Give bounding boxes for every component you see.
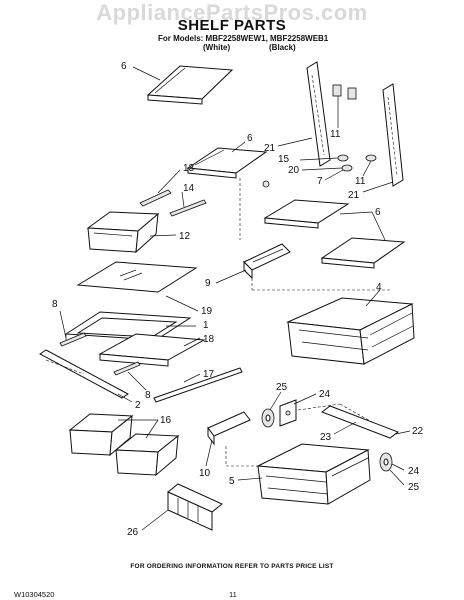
rail-22 [320, 405, 400, 439]
document-number: W10304520 [14, 590, 55, 599]
callout-25-lower: 25 [408, 482, 420, 493]
callout-26: 26 [127, 527, 139, 538]
callout-17: 17 [203, 369, 215, 380]
callout-2: 2 [135, 400, 141, 411]
callout-16: 16 [160, 415, 172, 426]
washer-20 [341, 164, 353, 172]
shelf-assembly-6d [320, 237, 406, 269]
callout-23: 23 [320, 432, 332, 443]
divider-9 [243, 243, 291, 280]
callout-24-lower: 24 [408, 466, 420, 477]
callout-21-upper: 21 [264, 143, 276, 154]
rail-screw-right [365, 154, 377, 162]
callout-13: 13 [183, 163, 195, 174]
rail-clip-upper-a [332, 84, 342, 97]
callout-19: 19 [201, 306, 213, 317]
bin-26 [167, 483, 223, 531]
wire-basket-5 [256, 443, 371, 505]
page-number: 11 [229, 590, 237, 599]
slide-8-right [113, 361, 141, 376]
variant-black: (Black) [269, 43, 296, 52]
ordering-note: FOR ORDERING INFORMATION REFER TO PARTS … [130, 563, 334, 570]
shelf-assembly-6b [186, 147, 270, 188]
crisper-drawer-16b [114, 433, 180, 477]
callout-24-upper: 24 [319, 389, 331, 400]
models-line: For Models: MBF2258WEW1, MBF2258WEB1 [158, 34, 329, 43]
roller-25-upper [261, 408, 275, 428]
callout-15: 15 [278, 154, 290, 165]
callout-1: 1 [203, 320, 209, 331]
callout-11-upper: 11 [330, 129, 341, 140]
drawer-cover-18 [98, 333, 206, 367]
callout-7: 7 [317, 176, 323, 187]
callout-4: 4 [376, 282, 382, 293]
callout-22: 22 [412, 426, 424, 437]
roller-24-lower [379, 452, 393, 472]
divider-10 [207, 411, 251, 446]
bracket-24-upper [279, 399, 297, 427]
callout-20: 20 [288, 165, 300, 176]
shelf-rail-right [382, 83, 404, 187]
callout-8-right: 8 [145, 390, 151, 401]
callout-11-lower: 11 [355, 176, 366, 187]
page-title: SHELF PARTS [177, 17, 287, 34]
rail-17 [153, 367, 243, 403]
shelf-rail-left [306, 61, 331, 167]
callout-8-left: 8 [52, 299, 58, 310]
callout-10: 10 [199, 468, 211, 479]
callout-18: 18 [203, 334, 215, 345]
variant-white: (White) [203, 43, 231, 52]
callout-9: 9 [205, 278, 211, 289]
callout-14: 14 [183, 183, 195, 194]
callout-6-middle: 6 [247, 133, 253, 144]
humidity-slide-13 [139, 189, 172, 207]
shelf-assembly-6c [263, 199, 350, 229]
slide-8-left [59, 332, 87, 347]
drawer-rail-14 [169, 199, 207, 217]
crisper-drawer-12 [86, 211, 160, 254]
callout-6-right: 6 [375, 207, 381, 218]
callout-25-upper: 25 [276, 382, 288, 393]
callout-5: 5 [229, 476, 235, 487]
callout-6-top: 6 [121, 61, 127, 72]
callout-12: 12 [179, 231, 191, 242]
callout-21-lower: 21 [348, 190, 360, 201]
glass-shelf-19 [76, 261, 198, 293]
screw-15 [337, 154, 349, 162]
crisper-drawer-16a [68, 413, 134, 457]
rail-clip-upper-b [347, 87, 357, 100]
watermark: AppliancePartsPros.com [96, 0, 368, 25]
wire-basket-4 [286, 297, 415, 365]
shelf-frame-1 [64, 311, 192, 341]
shelf-assembly-6a [146, 65, 234, 105]
